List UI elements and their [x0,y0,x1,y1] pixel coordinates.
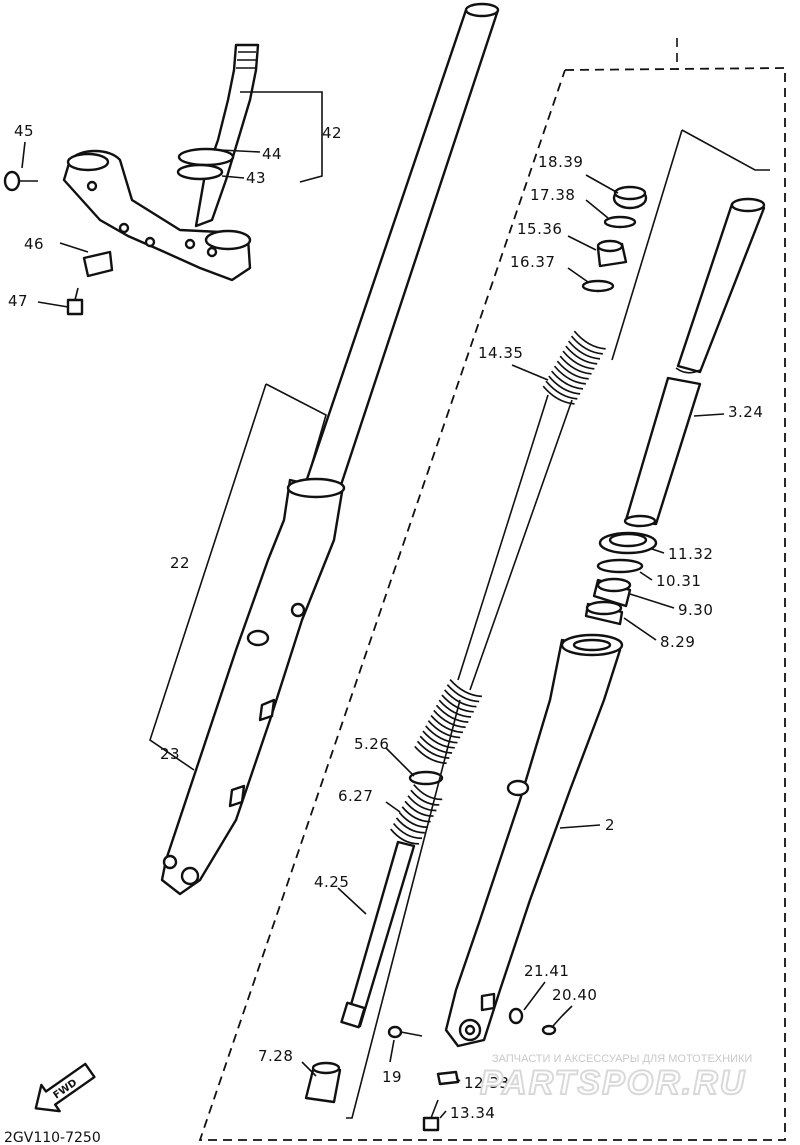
label-17-38: 17.38 [530,186,575,204]
fwd-arrow: FWD [34,1062,96,1113]
o-ring-17 [603,215,637,229]
damper-rod [340,840,416,1029]
clip-10 [596,558,644,574]
screw-20 [541,1015,563,1036]
label-43: 43 [246,169,266,187]
label-4-25: 4.25 [314,873,349,891]
inner-tube [304,2,500,490]
cap-bolt [612,185,648,210]
label-46: 46 [24,235,44,253]
bolt-13 [422,1099,440,1132]
assembly-boundary [198,38,786,1141]
watermark-brand: PARTSPOR.RU [480,1064,746,1102]
label-15-36: 15.36 [517,220,562,238]
leader-lines [21,91,725,1119]
label-45: 45 [14,122,34,140]
label-23: 23 [160,745,180,763]
label-3-24: 3.24 [728,403,763,421]
rebound-spring [390,784,443,845]
spacer-15 [596,239,628,268]
bracket-cover [681,129,770,171]
label-11-32: 11.32 [668,545,713,563]
oil-seal-top [286,477,346,499]
label-13-34: 13.34 [450,1104,495,1122]
outer-tube-left [160,477,346,896]
label-44: 44 [262,145,282,163]
o-ring-16 [581,279,615,293]
part-labels: 45 42 44 43 46 47 18.39 17.38 15.36 16.3… [8,122,763,1122]
label-47: 47 [8,292,28,310]
bolt-19 [387,1025,423,1039]
label-14-35: 14.35 [478,344,523,362]
label-19: 19 [382,1068,402,1086]
oil-lock-piece [304,1061,342,1104]
fork-spring [414,330,606,765]
label-42: 42 [322,124,342,142]
label-22: 22 [170,554,190,572]
outer-tube-right [444,633,624,1048]
stem-bearing [176,163,224,181]
bracket-cover-line [611,129,683,361]
label-7-28: 7.28 [258,1047,293,1065]
under-bracket [62,149,252,282]
label-9-30: 9.30 [678,601,713,619]
washer-12 [436,1070,460,1086]
label-2: 2 [605,816,615,834]
watermark-caption: ЗАПЧАСТИ И АКСЕССУАРЫ ДЛЯ МОТОТЕХНИКИ [492,1053,752,1065]
plug-21 [508,1007,524,1025]
bolt-47 [66,287,84,316]
label-10-31: 10.31 [656,572,701,590]
label-6-27: 6.27 [338,787,373,805]
washer-5 [408,770,444,786]
label-18-39: 18.39 [538,153,583,171]
label-5-26: 5.26 [354,735,389,753]
clamp-46 [82,250,114,278]
label-21-41: 21.41 [524,962,569,980]
label-20-40: 20.40 [552,986,597,1004]
label-8-29: 8.29 [660,633,695,651]
steering-stem [176,43,260,228]
stem-bearing-race [177,147,235,167]
bolt-45 [3,170,38,192]
drawing-code: 2GV110-7250 [4,1130,101,1145]
rod-leader [346,699,461,1119]
label-16-37: 16.37 [510,253,555,271]
label-12-33: 12.33 [464,1074,509,1092]
seal-stack [584,531,658,626]
fork-cover [623,197,766,528]
